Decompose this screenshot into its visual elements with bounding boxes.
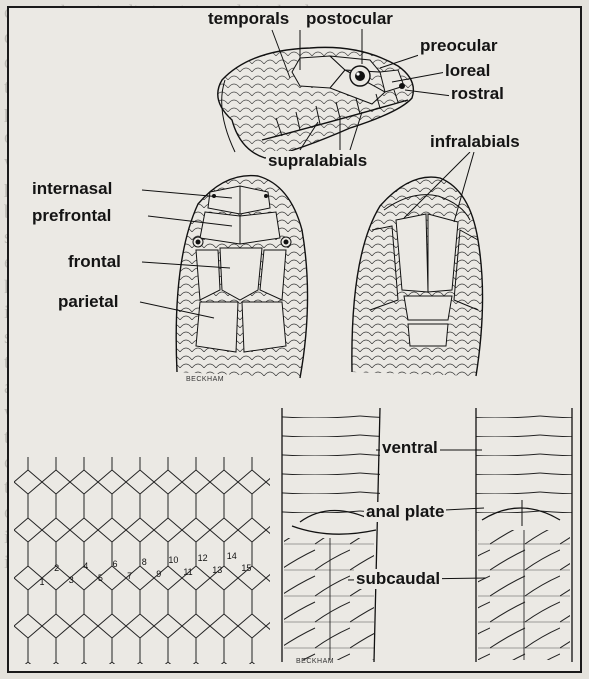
scale-row-number: 8 <box>142 557 147 567</box>
label-supralabials: supralabials <box>266 151 370 171</box>
scale-row-number: 11 <box>183 567 192 577</box>
label-temporals: temporals <box>206 9 292 29</box>
scale-row-number: 4 <box>83 561 88 571</box>
scale-row-number: 2 <box>54 563 59 573</box>
scale-row-number: 10 <box>168 555 178 565</box>
scale-row-number: 7 <box>127 571 132 581</box>
head-top-view <box>139 174 309 379</box>
scale-row-number: 6 <box>112 559 117 569</box>
artist-signature: BECKHAM <box>296 658 335 665</box>
scale-row-number: 5 <box>98 573 103 583</box>
ventral-strip-right <box>347 408 573 662</box>
label-prefrontal: prefrontal <box>30 206 114 226</box>
nostril-icon <box>399 83 405 89</box>
scale-row-number: 13 <box>212 565 222 575</box>
scale-row-number: 9 <box>156 569 161 579</box>
label-anal-plate: anal plate <box>364 502 447 522</box>
ventral-strip-left <box>281 407 381 663</box>
label-subcaudal: subcaudal <box>354 569 443 589</box>
label-rostral: rostral <box>449 84 506 104</box>
scale-row-number: 14 <box>227 551 237 561</box>
label-infralabials: infralabials <box>428 132 522 152</box>
label-postocular: postocular <box>304 9 395 29</box>
scale-row-number: 15 <box>241 563 251 573</box>
label-preocular: preocular <box>418 36 500 56</box>
label-loreal: loreal <box>443 61 493 81</box>
label-ventral: ventral <box>380 438 440 458</box>
scale-row-number: 12 <box>198 553 208 563</box>
head-side-view <box>217 28 453 159</box>
label-parietal: parietal <box>56 292 121 312</box>
label-internasal: internasal <box>30 179 115 199</box>
head-bottom-view <box>351 151 484 377</box>
label-frontal: frontal <box>66 252 123 272</box>
artist-signature: BECKHAM <box>186 376 225 383</box>
scale-row-number: 1 <box>39 577 44 587</box>
scale-row-number: 3 <box>69 575 74 585</box>
